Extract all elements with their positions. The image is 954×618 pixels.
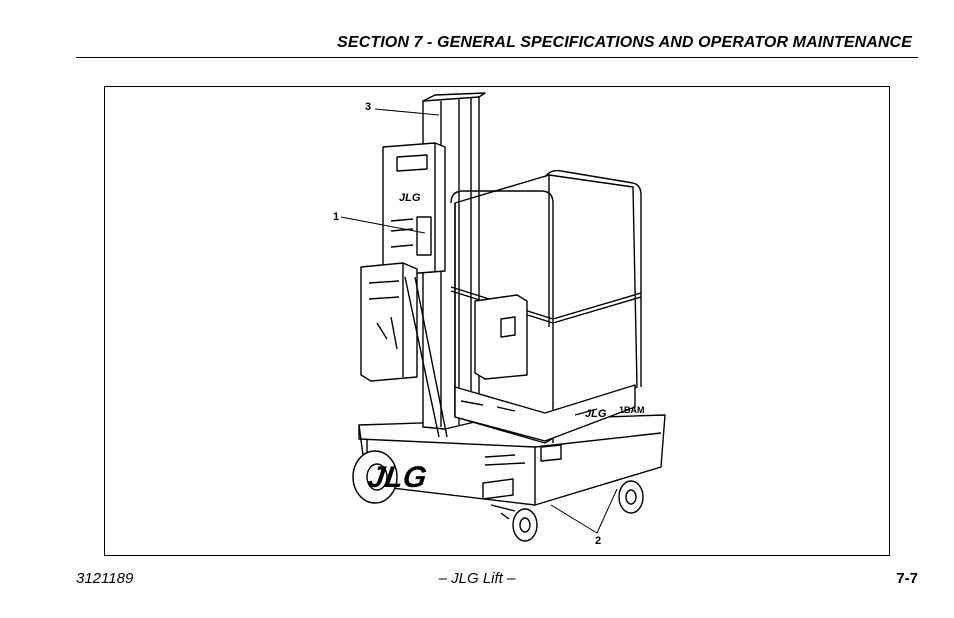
- footer-page-number: 7-7: [896, 570, 918, 587]
- mast-logo: JLG: [399, 192, 421, 204]
- callout-3: 3: [365, 101, 372, 113]
- platform-label: 1BAM: [619, 405, 645, 415]
- lift-illustration: JLG JLG JLG 1BAM: [340, 92, 666, 542]
- callout-1: 1: [333, 211, 340, 223]
- header-divider: [76, 57, 918, 58]
- callout-2: 2: [595, 535, 602, 547]
- footer-center-text: – JLG Lift –: [438, 570, 516, 587]
- platform-logo: JLG: [585, 408, 607, 420]
- footer-doc-number: 3121189: [76, 570, 134, 587]
- chassis-logo: JLG: [366, 461, 429, 494]
- figure-frame: JLG JLG JLG 1BAM 1 2 3: [104, 86, 890, 556]
- page-header-title: SECTION 7 - GENERAL SPECIFICATIONS AND O…: [337, 34, 912, 51]
